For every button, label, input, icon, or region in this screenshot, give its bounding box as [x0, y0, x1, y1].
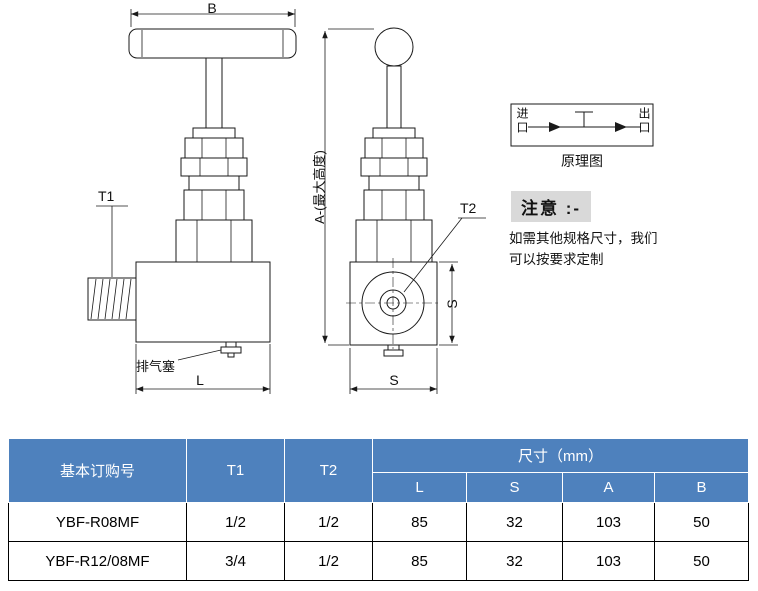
schematic-inlet-label: 进口	[515, 107, 529, 135]
schematic-caption: 原理图	[561, 153, 603, 169]
cell-l: 85	[372, 541, 467, 581]
flow-arrow-icon	[549, 122, 561, 132]
cell-t1: 1/2	[186, 502, 285, 542]
exhaust-plug-label: 排气塞	[136, 359, 176, 374]
dim-b-label: B	[207, 0, 217, 16]
cell-s: 32	[466, 502, 563, 542]
note-body: 如需其他规格尺寸，我们可以按要求定制	[509, 231, 658, 267]
dim-s-right-label: S	[444, 299, 460, 309]
dim-t1-label: T1	[98, 188, 115, 204]
cell-a: 103	[562, 502, 655, 542]
spec-table: 基本订购号 T1 T2 尺寸（mm） L S A B YBF-R08MF 1/2…	[8, 438, 749, 581]
col-order-no-header: 基本订购号	[8, 438, 187, 503]
col-t2-header: T2	[284, 438, 373, 503]
cell-a: 103	[562, 541, 655, 581]
front-view-drawing	[346, 27, 486, 394]
flow-arrow-icon	[615, 122, 627, 132]
dim-a-label: A-(最大高度)	[312, 150, 327, 224]
col-s-header: S	[466, 472, 563, 503]
cell-t1: 3/4	[186, 541, 285, 581]
col-b-header: B	[654, 472, 749, 503]
exhaust-plug	[220, 341, 242, 358]
dim-t2-label: T2	[460, 200, 477, 216]
table-row: YBF-R12/08MF 3/4 1/2 85 32 103 50	[8, 541, 749, 581]
side-view-drawing	[87, 9, 297, 394]
cell-t2: 1/2	[284, 502, 373, 542]
schematic-outlet-label: 出口	[637, 107, 651, 135]
technical-drawing	[87, 9, 654, 394]
col-a-header: A	[562, 472, 655, 503]
dim-a-lines	[322, 28, 374, 346]
cell-b: 50	[654, 502, 749, 542]
size-group-header: 尺寸（mm）	[372, 438, 749, 473]
dim-s-bottom-label: S	[389, 372, 399, 388]
cell-order-no: YBF-R08MF	[8, 502, 187, 542]
schematic-diagram	[510, 103, 654, 147]
col-l-header: L	[372, 472, 467, 503]
table-row: YBF-R08MF 1/2 1/2 85 32 103 50	[8, 502, 749, 542]
dim-l-label: L	[196, 372, 204, 388]
col-t1-header: T1	[186, 438, 285, 503]
cell-t2: 1/2	[284, 541, 373, 581]
cell-order-no: YBF-R12/08MF	[8, 541, 187, 581]
cell-l: 85	[372, 502, 467, 542]
cell-b: 50	[654, 541, 749, 581]
cell-s: 32	[466, 541, 563, 581]
note-title: 注意 :-	[511, 191, 592, 222]
